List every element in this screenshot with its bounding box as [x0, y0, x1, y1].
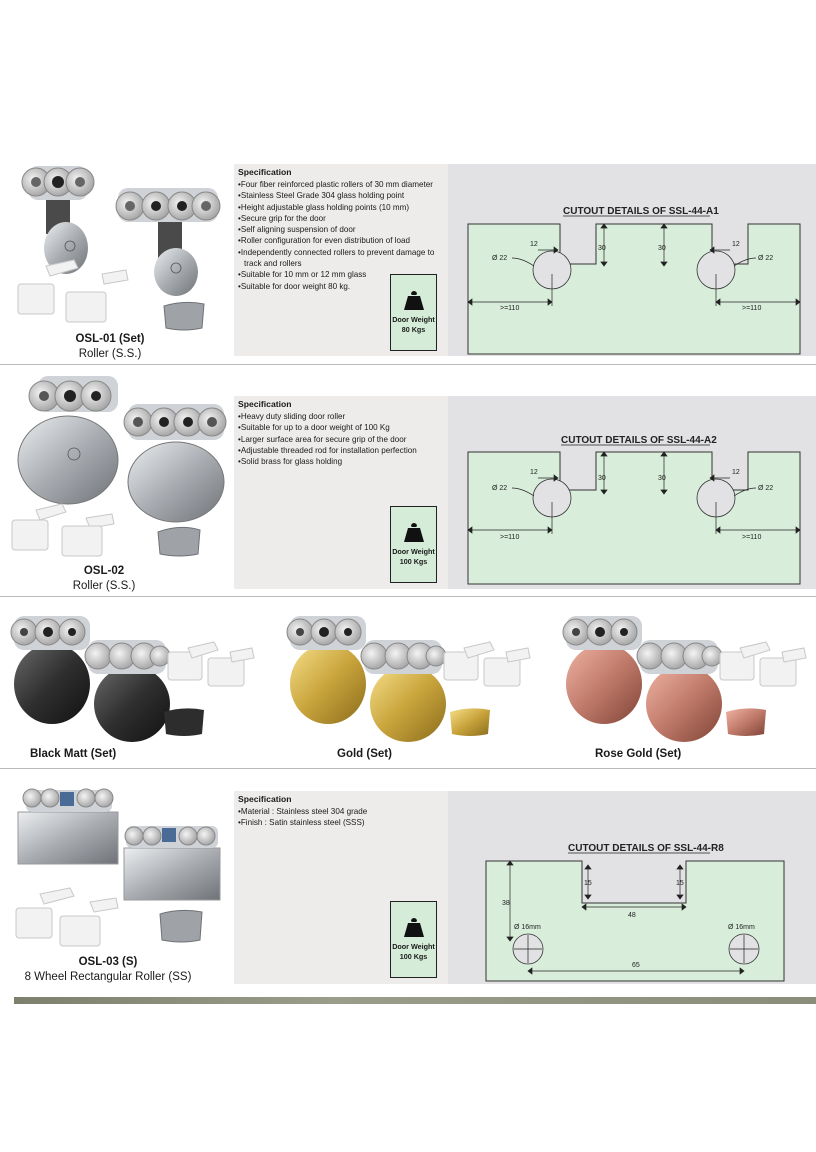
- product-subtitle: 8 Wheel Rectangular Roller (SS): [24, 971, 192, 983]
- door-weight-value: 80 Kgs: [401, 324, 426, 334]
- spec-item: Four fiber reinforced plastic rollers of…: [238, 179, 444, 190]
- spec-item: Solid brass for glass holding: [238, 456, 444, 467]
- spec-item: Self aligning suspension of door: [238, 224, 444, 235]
- dia-right: Ø 22: [758, 255, 773, 262]
- product-subtitle: Roller (S.S.): [78, 348, 142, 360]
- door-weight-value: 100 Kgs: [399, 556, 428, 566]
- cutout-diagram: CUTOUT DETAILS OF SSL-44-A1 12 30 30 12 …: [467, 206, 801, 355]
- cutout-title: CUTOUT DETAILS OF SSL-44-A1: [563, 206, 719, 217]
- finish-label-black-matt: Black Matt (Set): [30, 748, 117, 760]
- section-divider: [0, 596, 816, 597]
- roller-assembly-icon: [17, 788, 119, 865]
- dim-12-right: 12: [732, 241, 740, 248]
- dia-right: Ø 16mm: [728, 924, 755, 931]
- dia-left: Ø 22: [492, 485, 507, 492]
- cutout-diagram-panel: CUTOUT DETAILS OF SSL-44-R8 38 15 15 48 …: [448, 791, 816, 984]
- section-divider: [0, 364, 816, 365]
- cutout-diagram: CUTOUT DETAILS OF SSL-44-A2 12 30 30 12 …: [467, 435, 801, 585]
- cutout-diagram-panel: CUTOUT DETAILS OF SSL-44-A2 12 30 30 12 …: [448, 396, 816, 589]
- specification-list: Four fiber reinforced plastic rollers of…: [238, 179, 444, 292]
- spec-item: Independently connected rollers to preve…: [238, 247, 444, 270]
- weight-icon: [404, 291, 424, 310]
- dim-48: 48: [628, 912, 636, 919]
- specification-panel: Specification Material : Stainless steel…: [234, 791, 448, 984]
- spec-item: Suitable for door weight 80 kg.: [238, 281, 444, 292]
- specification-list: Heavy duty sliding door roller Suitable …: [238, 411, 444, 467]
- product-name: OSL-02: [83, 565, 125, 577]
- specification-title: Specification: [238, 167, 292, 177]
- finish-label-rose-gold: Rose Gold (Set): [595, 748, 682, 760]
- spec-item: Material : Stainless steel 304 grade: [238, 806, 444, 817]
- cutout-diagram: CUTOUT DETAILS OF SSL-44-R8 38 15 15 48 …: [485, 843, 785, 982]
- dia-right: Ø 22: [758, 485, 773, 492]
- spec-item: Height adjustable glass holding points (…: [238, 202, 444, 213]
- cutout-title: CUTOUT DETAILS OF SSL-44-R8: [568, 843, 724, 854]
- dist-right: >=110: [742, 305, 761, 312]
- door-weight-value: 100 Kgs: [399, 951, 428, 961]
- specification-panel: Specification Heavy duty sliding door ro…: [234, 396, 448, 589]
- door-weight-label: Door Weight: [392, 315, 435, 324]
- spec-item: Larger surface area for secure grip of t…: [238, 434, 444, 445]
- door-weight-label: Door Weight: [392, 942, 435, 951]
- dim-12-right: 12: [732, 469, 740, 476]
- roller-assembly-icon: [21, 166, 95, 274]
- dim-30-left: 30: [598, 475, 606, 482]
- cutout-diagram-panel: CUTOUT DETAILS OF SSL-44-A1 12 30 30 12 …: [448, 164, 816, 356]
- spec-item: Stainless Steel Grade 304 glass holding …: [238, 190, 444, 201]
- dim-65: 65: [632, 962, 640, 969]
- spec-item: Heavy duty sliding door roller: [238, 411, 444, 422]
- dim-15-right: 15: [676, 880, 684, 887]
- weight-icon: [404, 918, 424, 937]
- dim-30-left: 30: [598, 245, 606, 252]
- cutout-title: CUTOUT DETAILS OF SSL-44-A2: [561, 435, 717, 446]
- section-divider: [0, 768, 816, 769]
- specification-title: Specification: [238, 399, 292, 409]
- product-name: OSL-01 (Set): [75, 333, 145, 345]
- dist-left: >=110: [500, 305, 519, 312]
- dia-left: Ø 16mm: [514, 924, 541, 931]
- spec-item: Adjustable threaded rod for installation…: [238, 445, 444, 456]
- rectangular-roller-image: [15, 788, 221, 947]
- specification-list: Material : Stainless steel 304 grade Fin…: [238, 806, 444, 829]
- dia-left: Ø 22: [492, 255, 507, 262]
- product-subtitle: Roller (S.S.): [72, 580, 136, 592]
- dim-30-right: 30: [658, 245, 666, 252]
- dim-12-left: 12: [530, 241, 538, 248]
- product-name: OSL-03 (S): [78, 956, 138, 968]
- dist-left: >=110: [500, 534, 519, 541]
- specification-panel: Specification Four fiber reinforced plas…: [234, 164, 448, 356]
- dim-38: 38: [502, 900, 510, 907]
- spec-item: Secure grip for the door: [238, 213, 444, 224]
- footer-bar: [14, 997, 816, 1004]
- spec-item: Finish : Satin stainless steel (SSS): [238, 817, 444, 828]
- door-weight-label: Door Weight: [392, 547, 435, 556]
- spec-item: Suitable for up to a door weight of 100 …: [238, 422, 444, 433]
- dim-15-left: 15: [584, 880, 592, 887]
- spec-item: Roller configuration for even distributi…: [238, 235, 444, 246]
- specification-title: Specification: [238, 794, 292, 804]
- dist-right: >=110: [742, 534, 761, 541]
- roller-product-image: [17, 166, 221, 331]
- finish-label-gold: Gold (Set): [337, 748, 392, 760]
- dim-30-right: 30: [658, 475, 666, 482]
- dim-12-left: 12: [530, 469, 538, 476]
- gold-roller-image: [286, 616, 531, 742]
- spec-item: Suitable for 10 mm or 12 mm glass: [238, 269, 444, 280]
- black-matt-roller-image: [10, 616, 255, 742]
- weight-icon: [404, 523, 424, 542]
- roller-assembly-icon: [17, 376, 119, 505]
- roller-product-image: [11, 376, 227, 557]
- rose-gold-roller-image: [562, 616, 807, 742]
